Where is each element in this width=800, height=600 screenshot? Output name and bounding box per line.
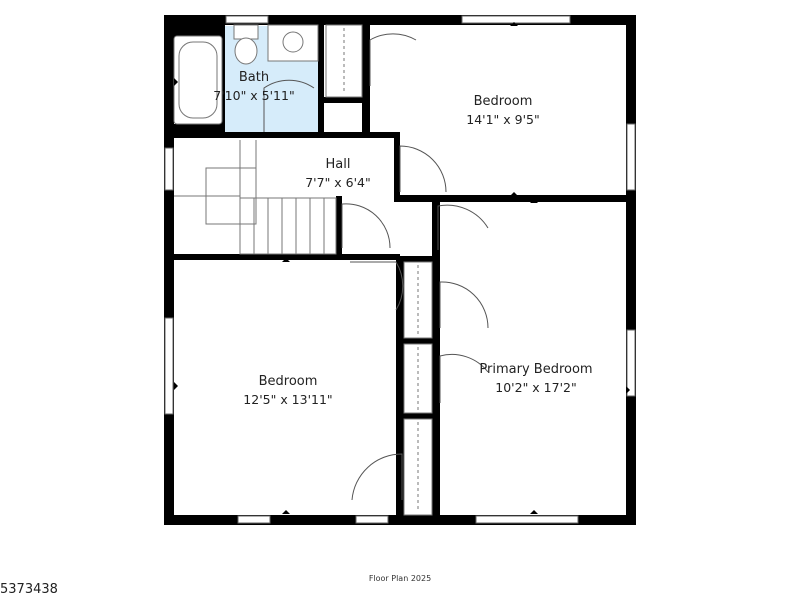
room-label-bedroom-left: Bedroom 12'5" x 13'11" bbox=[218, 373, 358, 409]
room-label-bedroom-top: Bedroom 14'1" x 9'5" bbox=[443, 93, 563, 129]
stairs bbox=[174, 140, 337, 255]
bath-fixtures bbox=[173, 24, 319, 125]
doors bbox=[263, 33, 489, 501]
room-dimensions: 7'10" x 5'11" bbox=[213, 88, 295, 103]
room-name: Bedroom bbox=[473, 94, 533, 109]
wall-markers bbox=[174, 22, 630, 514]
room-name: Bath bbox=[238, 70, 270, 85]
room-dimensions: 14'1" x 9'5" bbox=[466, 112, 540, 127]
toilet-bowl bbox=[234, 37, 258, 65]
room-dimensions: 10'2" x 17'2" bbox=[495, 380, 577, 395]
bathtub-basin bbox=[178, 41, 218, 119]
room-name: Primary Bedroom bbox=[479, 362, 593, 377]
room-dimensions: 12'5" x 13'11" bbox=[243, 392, 333, 407]
room-label-hall: Hall 7'7" x 6'4" bbox=[283, 156, 393, 192]
room-label-bath: Bath 7'10" x 5'11" bbox=[198, 69, 310, 105]
toilet-tank bbox=[233, 24, 259, 40]
listing-id: 5373438 bbox=[0, 582, 58, 597]
closets bbox=[325, 24, 433, 516]
sink-basin bbox=[282, 31, 304, 53]
floor-plan-caption: Floor Plan 2025 bbox=[368, 574, 432, 583]
room-name: Hall bbox=[325, 157, 351, 172]
room-dimensions: 7'7" x 6'4" bbox=[305, 175, 371, 190]
windows bbox=[164, 15, 636, 524]
room-name: Bedroom bbox=[258, 374, 318, 389]
room-label-primary-bedroom: Primary Bedroom 10'2" x 17'2" bbox=[468, 361, 604, 397]
